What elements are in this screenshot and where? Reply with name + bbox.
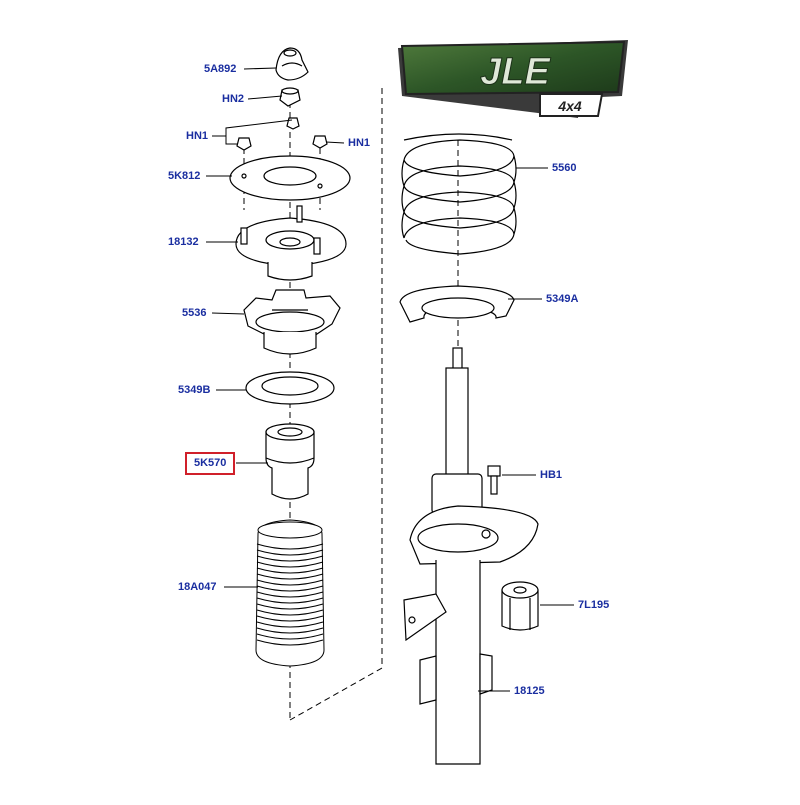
- leader-lines: [206, 67, 574, 692]
- callout-5K570-highlighted: 5K570: [185, 452, 236, 475]
- part-5349A-insulator: [399, 285, 515, 323]
- part-18132-mount: [235, 205, 347, 281]
- callout-5349B: 5349B: [178, 384, 211, 396]
- callout-HB1: HB1: [540, 469, 563, 481]
- logo-badge-text: 4x4: [557, 98, 582, 114]
- part-5349B-insulator: [245, 371, 335, 405]
- part-7L195-bush: [501, 581, 539, 631]
- brand-logo: JLE 4x4: [398, 40, 628, 118]
- callout-18132: 18132: [168, 236, 199, 248]
- callout-5560: 5560: [552, 162, 577, 174]
- part-5560-spring: [401, 133, 517, 255]
- part-5K812-plate: [229, 155, 351, 201]
- callout-HN1-right: HN1: [348, 137, 371, 149]
- part-18125-strut: [403, 347, 539, 765]
- logo-brand-text: JLE: [480, 51, 551, 93]
- part-5K570-bumpstop: [265, 423, 315, 500]
- callout-18125: 18125: [514, 685, 545, 697]
- callout-5349A: 5349A: [546, 293, 579, 305]
- callout-7L195: 7L195: [578, 599, 610, 611]
- part-HB1-bolt: [487, 465, 501, 495]
- callout-HN2: HN2: [222, 93, 245, 105]
- callout-5K812: 5K812: [168, 170, 201, 182]
- part-5536-seat: [243, 289, 341, 355]
- callout-5A892: 5A892: [204, 63, 237, 75]
- part-HN1-nuts: [236, 117, 328, 151]
- part-18A047-gaiter: [255, 519, 325, 667]
- part-HN2-nut: [279, 87, 301, 107]
- part-5A892-cap: [275, 47, 309, 81]
- callout-5536: 5536: [182, 307, 207, 319]
- callout-HN1-left: HN1: [186, 130, 209, 142]
- callout-18A047: 18A047: [178, 581, 217, 593]
